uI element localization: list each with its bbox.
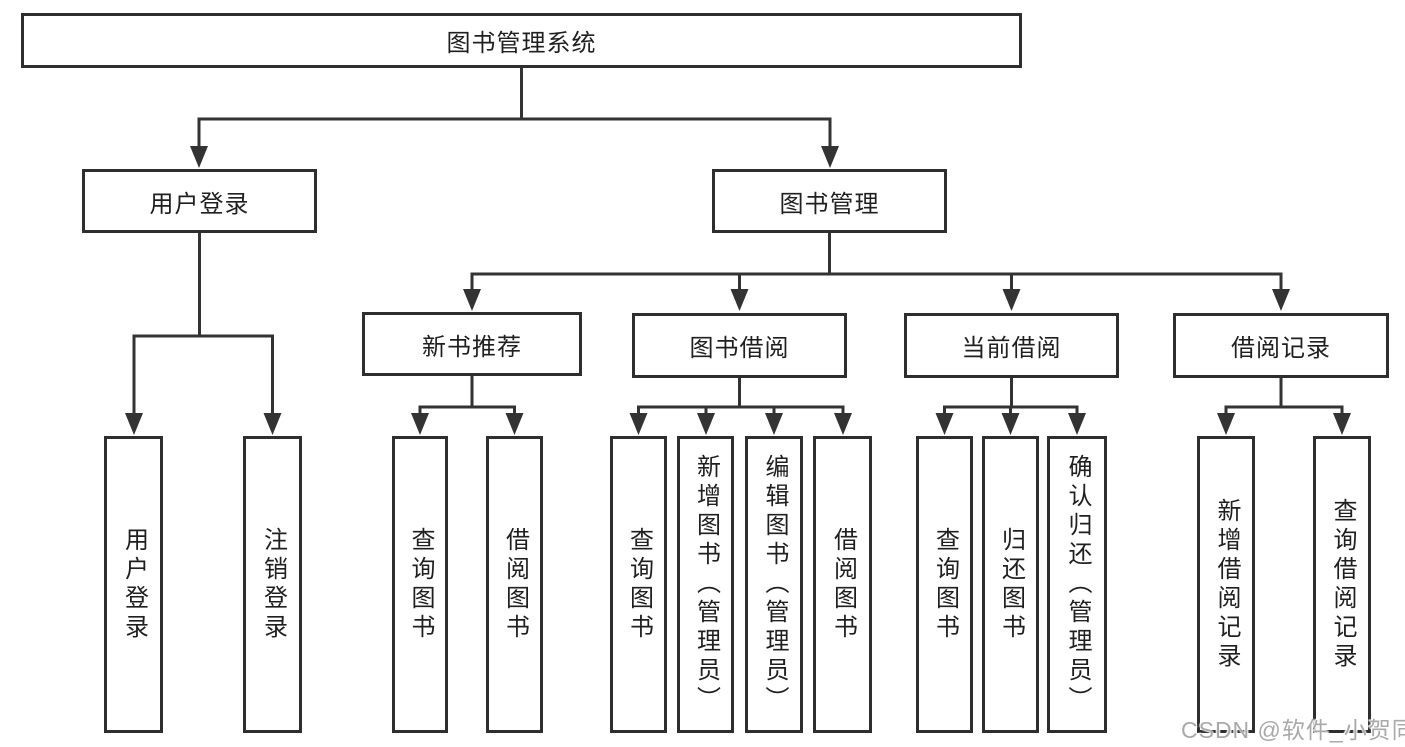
leaf-current-return-books: 归还图书 — [982, 436, 1039, 733]
leaf-recommend-borrow-books: 借阅图书 — [486, 436, 543, 733]
node-book-borrow: 图书借阅 — [632, 313, 847, 378]
leaf-current-confirm-return-admin: 确认归还（管理员） — [1047, 436, 1107, 733]
leaf-recommend-query-books: 查询图书 — [392, 436, 448, 733]
leaf-user-login: 用户登录 — [104, 436, 163, 733]
leaf-logout: 注销登录 — [243, 436, 302, 733]
leaf-current-query-books: 查询图书 — [916, 436, 973, 733]
node-user-login: 用户登录 — [82, 169, 317, 233]
leaf-records-add-record: 新增借阅记录 — [1197, 436, 1255, 733]
leaf-borrow-add-books-admin: 新增图书（管理员） — [677, 436, 734, 733]
leaf-borrow-borrow-books: 借阅图书 — [813, 436, 872, 733]
node-root: 图书管理系统 — [21, 13, 1022, 68]
leaf-borrow-edit-books-admin: 编辑图书（管理员） — [745, 436, 803, 733]
node-new-book-recommend: 新书推荐 — [362, 312, 582, 376]
leaf-borrow-query-books: 查询图书 — [610, 436, 667, 733]
node-borrow-records: 借阅记录 — [1173, 313, 1389, 378]
connector-path — [132, 66, 1344, 416]
node-book-management: 图书管理 — [712, 169, 947, 233]
csdn-watermark: CSDN @软件_小贺同学 — [1181, 717, 1405, 743]
arrowheads — [125, 146, 1351, 435]
leaf-records-query-record: 查询借阅记录 — [1313, 436, 1371, 733]
node-current-borrow: 当前借阅 — [904, 313, 1119, 378]
